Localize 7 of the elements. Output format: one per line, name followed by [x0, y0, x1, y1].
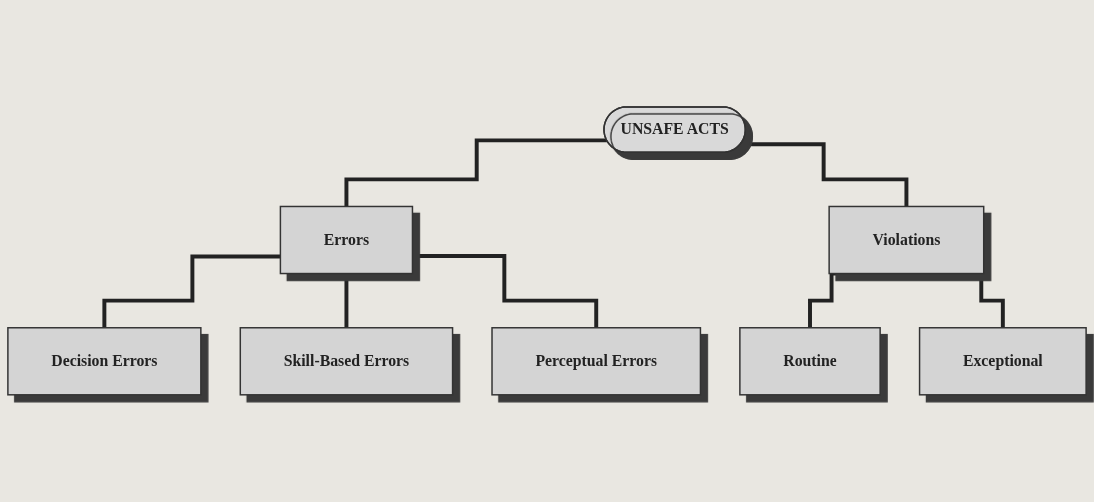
node-box: Errors [279, 205, 414, 275]
node-box: Exceptional [918, 327, 1087, 396]
node-box: Violations [828, 205, 985, 275]
node-box: Decision Errors [7, 327, 202, 396]
node-box: Perceptual Errors [491, 327, 702, 396]
node-box: Routine [739, 327, 881, 396]
node-box: Skill-Based Errors [239, 327, 454, 396]
